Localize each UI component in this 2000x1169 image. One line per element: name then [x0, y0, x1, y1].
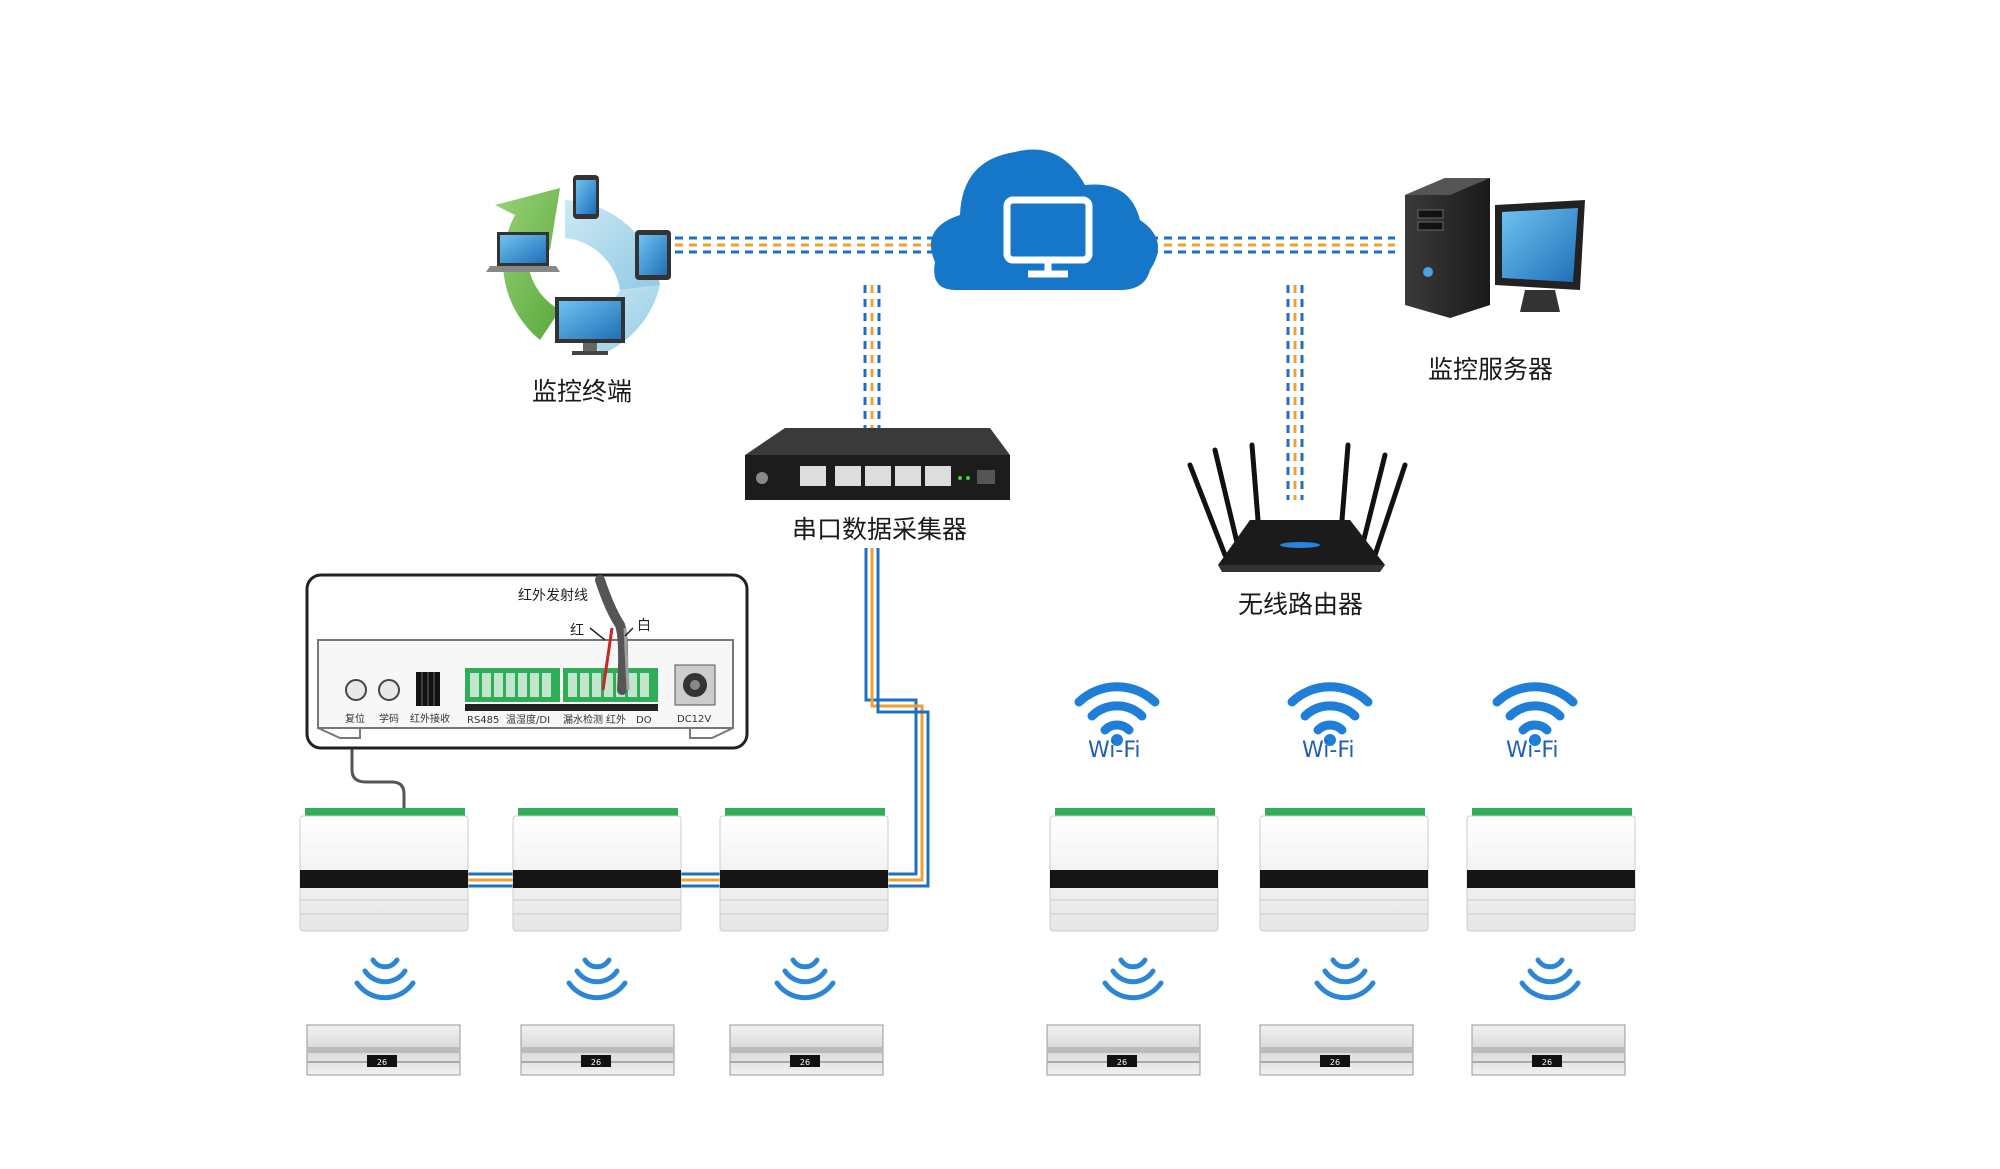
server-label: 监控服务器: [1428, 355, 1554, 384]
link-cloud-server: [1150, 236, 1395, 254]
router-icon: [1187, 442, 1408, 572]
controller-device: [512, 808, 682, 932]
monitor-icon: [555, 297, 625, 355]
ac-unit: 26: [306, 1024, 461, 1076]
collector-icon: [745, 428, 1010, 500]
controller-device: [1049, 808, 1219, 932]
signal-icon: [774, 957, 836, 1001]
signal-icon: [1102, 957, 1164, 1001]
link-cloud-router: [1286, 285, 1304, 500]
panel-callout: 红外发射线 红 白 复位 学码 红外接收 RS485 温湿度/DI 漏水检测 红…: [305, 573, 749, 750]
panel-reset-label: 复位: [345, 712, 365, 725]
panel-leak-label: 漏水检测: [563, 713, 603, 726]
panel-do-label: DO: [636, 715, 652, 726]
wifi-label: Wi-Fi: [1302, 738, 1355, 763]
link-collector-devices: [864, 548, 930, 888]
ac-unit: 26: [729, 1024, 884, 1076]
link-cloud-collector: [863, 285, 881, 430]
wifi-icon: [1074, 682, 1160, 746]
panel-cable-label: 红外发射线: [518, 588, 588, 604]
tablet-icon: [635, 230, 671, 280]
ac-unit: 26: [1259, 1024, 1414, 1076]
ac-display: 26: [1330, 1058, 1340, 1067]
controller-device: [1259, 808, 1429, 932]
wifi-icon: [1492, 682, 1578, 746]
ir-signal-waves: [354, 957, 1581, 1001]
panel-rs485-label: RS485: [467, 715, 499, 726]
controller-device: [299, 808, 469, 932]
panel-temp-label: 温湿度/DI: [506, 713, 550, 726]
rj45-ports: [800, 466, 951, 486]
ac-display: 26: [1117, 1058, 1127, 1067]
signal-icon: [354, 957, 416, 1001]
controller-device: [719, 808, 889, 932]
router-label: 无线路由器: [1238, 590, 1364, 619]
ac-unit: 26: [1471, 1024, 1626, 1076]
panel-ir-receive-label: 红外接收: [410, 712, 450, 725]
connections: [350, 236, 1395, 888]
signal-icon: [1519, 957, 1581, 1001]
signal-icon: [1314, 957, 1376, 1001]
link-device-bus: [466, 872, 722, 888]
controller-devices: [299, 808, 1636, 932]
ac-display: 26: [591, 1058, 601, 1067]
panel-wire-white-label: 白: [637, 618, 651, 634]
signal-icon: [566, 957, 628, 1001]
wifi-label: Wi-Fi: [1088, 738, 1141, 763]
wifi-icon: [1287, 682, 1373, 746]
wifi-symbols: [1074, 682, 1578, 746]
panel-learn-label: 学码: [379, 712, 399, 725]
controller-device: [1466, 808, 1636, 932]
phone-icon: [573, 175, 599, 219]
collector-label: 串口数据采集器: [792, 515, 968, 544]
air-conditioners: 26 26 26 26 26: [306, 1024, 1626, 1076]
wifi-label: Wi-Fi: [1506, 738, 1559, 763]
ac-unit: 26: [520, 1024, 675, 1076]
ac-display: 26: [1542, 1058, 1552, 1067]
terminal-label: 监控终端: [532, 377, 633, 406]
panel-power-label: DC12V: [677, 714, 711, 725]
ac-unit: 26: [1046, 1024, 1201, 1076]
laptop-icon: [486, 232, 560, 272]
panel-ir-label: 红外: [606, 713, 626, 726]
ac-display: 26: [377, 1058, 387, 1067]
server-icon: [1405, 178, 1585, 318]
terminal-icon: [486, 175, 671, 355]
cloud-icon: [930, 149, 1158, 290]
panel-wire-red-label: 红: [570, 623, 584, 639]
panel-cable: [350, 748, 406, 812]
link-terminal-cloud: [675, 236, 960, 254]
ac-display: 26: [800, 1058, 810, 1067]
